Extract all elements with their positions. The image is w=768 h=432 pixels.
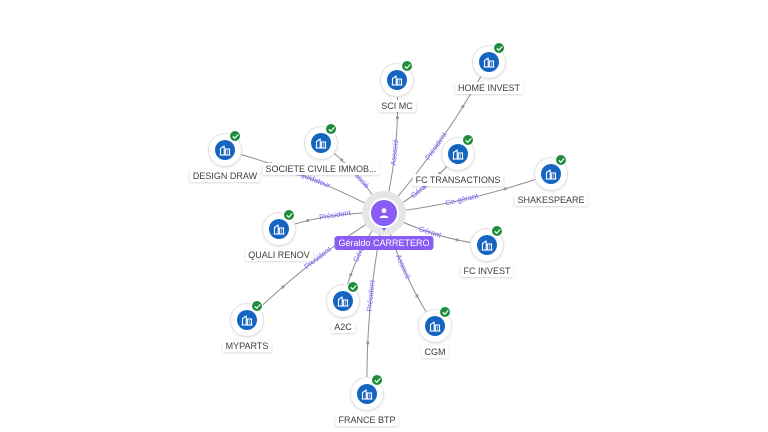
verified-check-icon [347,281,359,293]
building-icon [483,57,495,68]
edge-label-cgm: Associé [394,253,413,281]
company-icon-badge [479,52,499,72]
verified-check-icon [283,209,295,221]
company-icon-badge [311,133,331,153]
edge-arrow-home-invest [461,105,465,109]
verified-check-icon [325,123,337,135]
edge-arrow-fc-invest [455,238,459,242]
company-node-label[interactable]: SHAKESPEARE [514,194,588,206]
company-icon-badge [541,164,561,184]
company-node-label[interactable]: FC TRANSACTIONS [412,174,504,186]
company-node-label[interactable]: FRANCE BTP [335,414,399,426]
verified-check-icon [462,134,474,146]
company-node-label[interactable]: SCI MC [378,100,416,112]
company-node-label[interactable]: FC INVEST [460,265,514,277]
edge-label-shakespeare: Co-gérant [445,191,480,208]
building-icon [481,240,493,251]
building-icon [273,224,285,235]
verified-check-icon [251,300,263,312]
verified-check-icon [555,154,567,166]
company-node-label[interactable]: A2C [331,321,355,333]
verified-check-icon [491,225,503,237]
building-icon [241,315,253,326]
edge-arrow-sci-mc [395,116,399,120]
person-pin[interactable] [369,198,399,228]
company-icon-badge [237,310,257,330]
building-icon [361,389,373,400]
edge-arrow-myparts [281,285,285,289]
building-icon [545,169,557,180]
building-icon [315,138,327,149]
person-icon [379,208,389,218]
edge-label-france-btp: Président [365,279,377,312]
edge-arrow-france-btp [366,341,370,345]
building-icon [429,321,441,332]
edge-arrow-shakespeare [503,187,507,191]
company-node-label[interactable]: DESIGN DRAW [189,170,261,182]
verified-check-icon [493,42,505,54]
verified-check-icon [439,306,451,318]
building-icon [219,145,231,156]
company-node-label[interactable]: QUALI RENOV [245,249,313,261]
center-person-name[interactable]: Géraldo CARRETERO [334,236,434,250]
company-icon-badge [215,140,235,160]
verified-check-icon [401,60,413,72]
company-icon-badge [425,316,445,336]
verified-check-icon [229,130,241,142]
company-icon-badge [448,144,468,164]
edge-arrow-cgm [415,294,419,298]
edge-arrow-quali-renov [306,218,310,223]
company-icon-badge [357,384,377,404]
company-node-label[interactable]: SOCIETE CIVILE IMMOB... [262,163,380,175]
verified-check-icon [371,374,383,386]
building-icon [391,75,403,86]
edge-arrow-societe-civile [340,158,344,162]
building-icon [337,296,349,307]
edge-arrow-a2c [349,273,353,277]
edge-label-sci-mc: Associé [389,139,401,166]
company-icon-badge [333,291,353,311]
company-node-label[interactable]: MYPARTS [222,340,272,352]
building-icon [452,149,464,160]
edge-label-quali-renov: Président [319,208,353,222]
company-node-label[interactable]: HOME INVEST [454,82,524,94]
company-icon-badge [387,70,407,90]
company-node-label[interactable]: CGM [421,346,449,358]
company-icon-badge [269,219,289,239]
company-icon-badge [477,235,497,255]
